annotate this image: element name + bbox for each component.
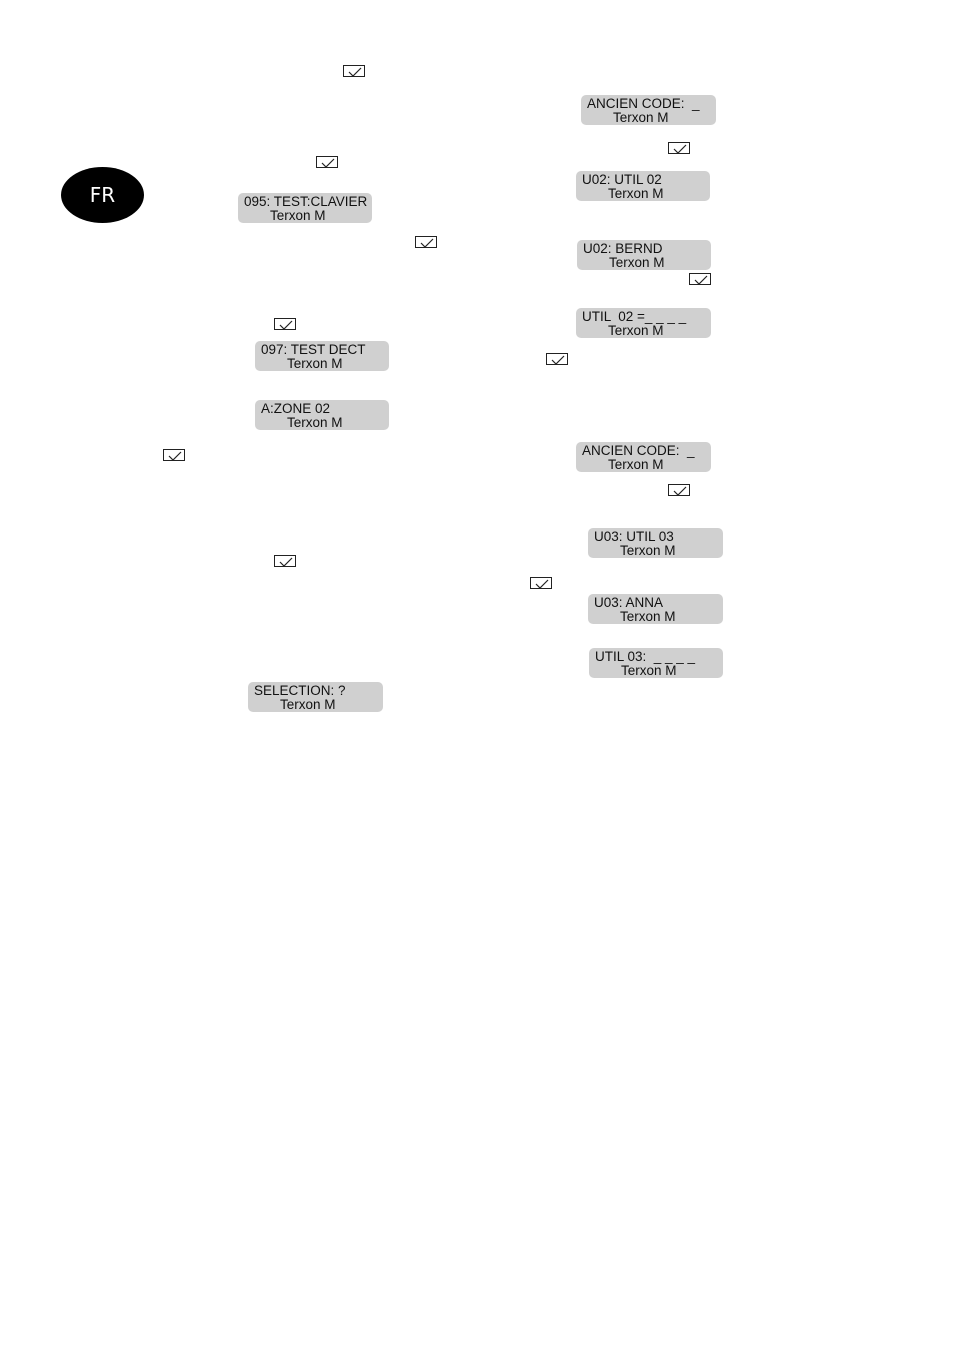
lcd-display-u03-util: U03: UTIL 03 Terxon M <box>588 528 723 558</box>
check-box-icon <box>530 577 552 589</box>
lcd-line-2: Terxon M <box>280 697 336 712</box>
lcd-line-1: ANCIEN CODE: _ <box>582 443 695 458</box>
lcd-line-1: UTIL 03: _ _ _ _ <box>595 649 696 664</box>
lcd-display-u02-util: U02: UTIL 02 Terxon M <box>576 171 710 201</box>
lcd-line-2: Terxon M <box>608 457 664 472</box>
lcd-display-zone-02: A:ZONE 02 Terxon M <box>255 400 389 430</box>
lcd-display-ancien-code-1: ANCIEN CODE: _ Terxon M <box>581 95 716 125</box>
lcd-line-2: Terxon M <box>287 356 343 371</box>
check-box-icon <box>546 353 568 365</box>
language-badge: FR <box>61 167 144 223</box>
lcd-line-2: Terxon M <box>287 415 343 430</box>
lcd-line-1: SELECTION: ? <box>254 683 346 698</box>
lcd-line-1: U02: BERND <box>583 241 663 256</box>
lcd-line-2: Terxon M <box>613 110 669 125</box>
check-box-icon <box>668 142 690 154</box>
check-box-icon <box>668 484 690 496</box>
check-box-icon <box>274 318 296 330</box>
lcd-line-1: ANCIEN CODE: _ <box>587 96 700 111</box>
lcd-line-1: 095: TEST:CLAVIER <box>244 194 368 209</box>
check-box-icon <box>274 555 296 567</box>
lcd-display-u03-anna: U03: ANNA Terxon M <box>588 594 723 624</box>
lcd-display-selection: SELECTION: ? Terxon M <box>248 682 383 712</box>
lcd-line-1: 097: TEST DECT <box>261 342 366 357</box>
lcd-display-test-clavier: 095: TEST:CLAVIER Terxon M <box>238 193 372 223</box>
lcd-line-2: Terxon M <box>608 323 664 338</box>
check-box-icon <box>316 156 338 168</box>
lcd-line-1: U03: ANNA <box>594 595 664 610</box>
lcd-display-test-dect: 097: TEST DECT Terxon M <box>255 341 389 371</box>
check-box-icon <box>415 236 437 248</box>
lcd-line-2: Terxon M <box>609 255 665 270</box>
lcd-line-1: A:ZONE 02 <box>261 401 331 416</box>
lcd-display-u02-bernd: U02: BERND Terxon M <box>577 240 711 270</box>
lcd-display-util-02-code: UTIL 02 =_ _ _ _ Terxon M <box>576 308 711 338</box>
check-box-icon <box>343 65 365 77</box>
lcd-display-util-03-code: UTIL 03: _ _ _ _ Terxon M <box>589 648 723 678</box>
lcd-line-2: Terxon M <box>620 543 676 558</box>
lcd-line-1: U02: UTIL 02 <box>582 172 662 187</box>
lcd-line-2: Terxon M <box>621 663 677 678</box>
lcd-display-ancien-code-2: ANCIEN CODE: _ Terxon M <box>576 442 711 472</box>
lcd-line-1: U03: UTIL 03 <box>594 529 674 544</box>
lcd-line-2: Terxon M <box>620 609 676 624</box>
check-box-icon <box>689 273 711 285</box>
lcd-line-1: UTIL 02 =_ _ _ _ <box>582 309 687 324</box>
check-box-icon <box>163 449 185 461</box>
lcd-line-2: Terxon M <box>270 208 326 223</box>
lcd-line-2: Terxon M <box>608 186 664 201</box>
